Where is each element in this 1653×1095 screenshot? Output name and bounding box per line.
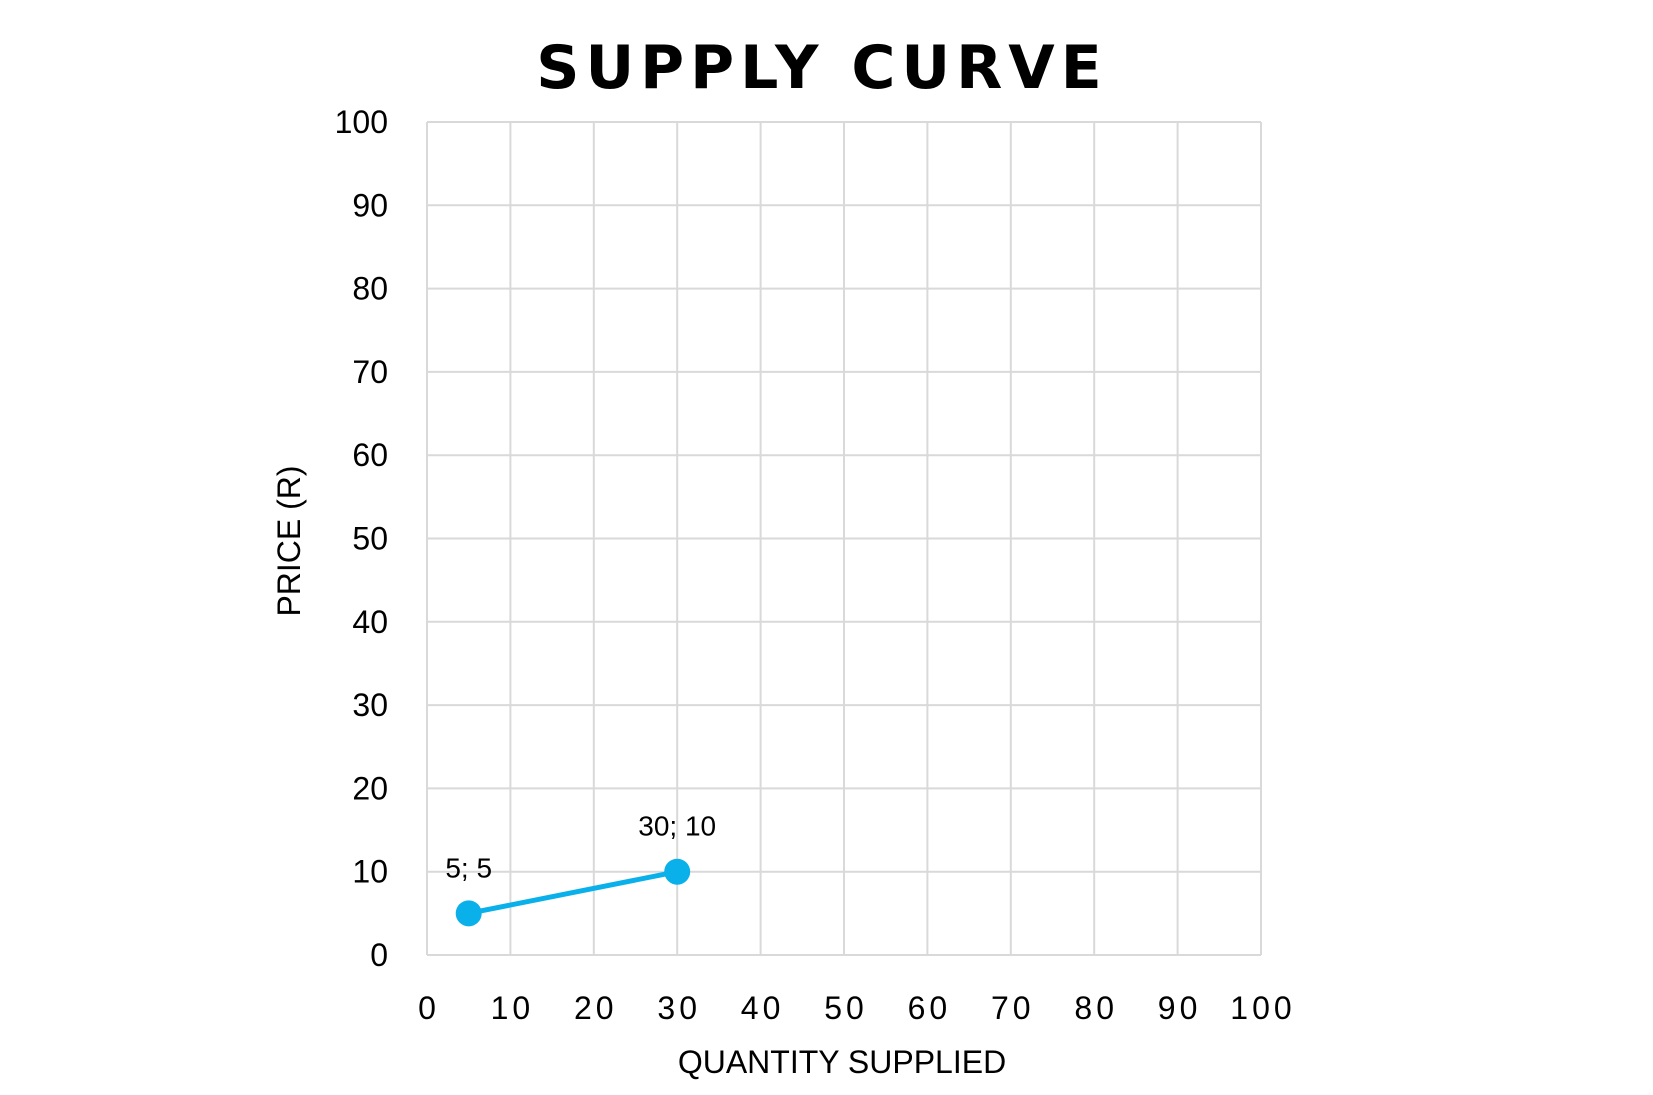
y-tick-label: 0 bbox=[370, 937, 388, 973]
x-axis-title: QUANTITY SUPPLIED bbox=[678, 1044, 1006, 1080]
data-labels: 5; 5 30; 10 bbox=[445, 811, 716, 884]
y-tick-label: 50 bbox=[352, 521, 388, 557]
y-axis-tick-labels: 0 10 20 30 40 50 60 70 80 90 100 bbox=[335, 104, 388, 973]
y-tick-label: 80 bbox=[352, 271, 388, 307]
y-tick-label: 40 bbox=[352, 604, 388, 640]
x-tick-label: 20 bbox=[574, 990, 618, 1026]
x-tick-label: 100 bbox=[1230, 990, 1295, 1026]
x-tick-label: 90 bbox=[1158, 990, 1202, 1026]
data-label: 5; 5 bbox=[445, 852, 492, 883]
data-point bbox=[455, 900, 482, 927]
x-tick-label: 60 bbox=[908, 990, 952, 1026]
x-tick-label: 0 bbox=[418, 990, 440, 1026]
y-tick-label: 90 bbox=[352, 187, 388, 223]
grid bbox=[426, 121, 1262, 956]
y-tick-label: 30 bbox=[352, 687, 388, 723]
x-tick-label: 80 bbox=[1074, 990, 1118, 1026]
x-tick-label: 50 bbox=[824, 990, 868, 1026]
x-tick-label: 10 bbox=[491, 990, 535, 1026]
data-series bbox=[455, 858, 691, 927]
chart-title: SUPPLY CURVE bbox=[536, 33, 1107, 103]
y-tick-label: 20 bbox=[352, 770, 388, 806]
y-tick-label: 10 bbox=[352, 854, 388, 890]
series-line bbox=[466, 869, 680, 916]
y-axis-title: PRICE (R) bbox=[271, 465, 307, 616]
y-tick-label: 100 bbox=[335, 104, 388, 140]
y-tick-label: 70 bbox=[352, 354, 388, 390]
data-label: 30; 10 bbox=[638, 811, 716, 842]
data-point bbox=[664, 858, 691, 885]
x-axis-tick-labels: 0 10 20 30 40 50 60 70 80 90 100 bbox=[418, 990, 1295, 1026]
x-tick-label: 40 bbox=[741, 990, 785, 1026]
y-tick-label: 60 bbox=[352, 437, 388, 473]
x-tick-label: 30 bbox=[657, 990, 701, 1026]
x-tick-label: 70 bbox=[991, 990, 1035, 1026]
